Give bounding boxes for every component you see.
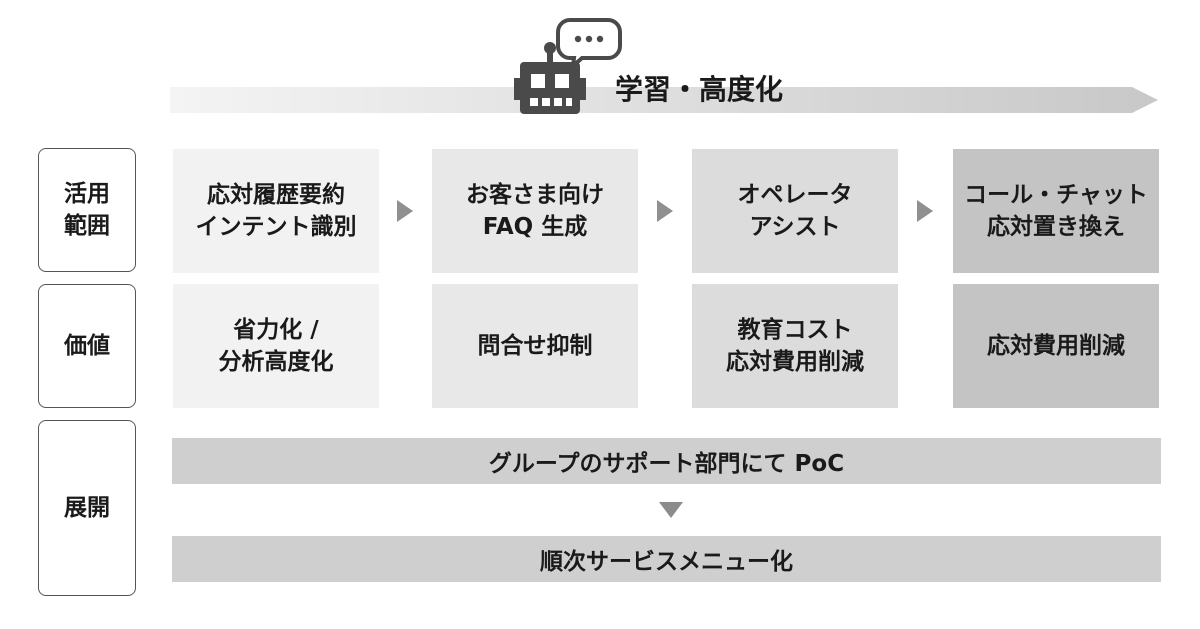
arrow-down-icon xyxy=(659,502,683,518)
rollout-step-poc: グループのサポート部門にて PoC xyxy=(172,438,1161,484)
arrow-right-icon xyxy=(917,200,933,222)
scope-cell-assist: オペレータ アシスト xyxy=(692,149,898,273)
scope-cell-summary: 応対履歴要約 インテント識別 xyxy=(173,149,379,273)
value-cell-inquiry: 問合せ抑制 xyxy=(432,284,638,408)
arrow-right-icon xyxy=(657,200,673,222)
arrow-right-icon xyxy=(397,200,413,222)
value-cell-efficiency: 省力化 / 分析高度化 xyxy=(173,284,379,408)
value-cell-cost: 応対費用削減 xyxy=(953,284,1159,408)
progress-arrow xyxy=(170,87,1158,113)
robot-with-speech-bubble-icon xyxy=(514,18,622,114)
value-cell-training: 教育コスト 応対費用削減 xyxy=(692,284,898,408)
row-label-scope: 活用 範囲 xyxy=(38,148,136,272)
header-title: 学習・高度化 xyxy=(615,73,784,106)
scope-cell-replace: コール・チャット 応対置き換え xyxy=(953,149,1159,273)
row-label-rollout: 展開 xyxy=(38,420,136,596)
rollout-step-menu: 順次サービスメニュー化 xyxy=(172,536,1161,582)
scope-cell-faq: お客さま向け FAQ 生成 xyxy=(432,149,638,273)
row-label-value: 価値 xyxy=(38,284,136,408)
